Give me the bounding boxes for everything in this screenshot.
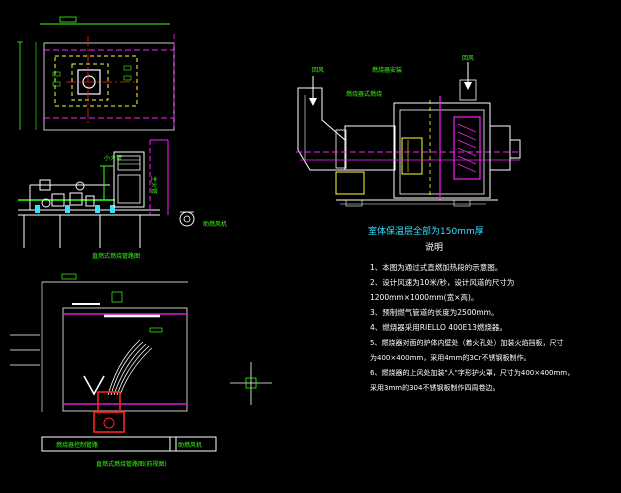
top-left-plan-view [17, 16, 175, 131]
crosshair-icon [230, 362, 272, 405]
note-line-3: 1200mm×1000mm(宽×高)。 [370, 292, 478, 302]
bottom-fan-label: 助燃风机 [178, 441, 202, 449]
burner-install-label: 燃烧器安装 [372, 66, 402, 74]
bottom-caption: 直燃式燃烧管路图(前视图) [96, 460, 167, 468]
left-caption: 直燃式燃烧管路图 [92, 252, 140, 260]
left-fan-label: 助燃风机 [203, 220, 227, 228]
burner-type-label: 燃烧器式燃烧 [346, 90, 382, 98]
insulation-note: 室体保温层全部为150mm厚 [368, 225, 484, 237]
note-line-4: 3、预制燃气管道的长度为2500mm。 [370, 307, 498, 317]
small-fire-pipe-label: 小火管 [104, 154, 122, 162]
note-line-1: 1、本图为通过式直燃加热段的示意图。 [370, 262, 502, 272]
bottom-front-view: 燃烧器控制管路 助燃风机 直燃式燃烧管路图(前视图) [10, 273, 217, 468]
note-line-5: 4、燃烧器采用RIELLO 400E13燃烧器。 [370, 322, 507, 332]
note-line-8: 6、燃烧器的上风处加装"人"字形护火罩，尺寸为400×400mm， [370, 368, 574, 377]
right-section-view: 回风 回风 [296, 55, 521, 237]
outlet-label: 回风 [462, 55, 474, 62]
note-line-2: 2、设计风速为10米/秒，设计风道的尺寸为 [370, 277, 514, 287]
note-line-7: 为400×400mm，采用4mm的3Cr不锈钢板制作。 [370, 353, 531, 362]
left-piping-view: 小火管 主火管 助燃风机 直燃式燃烧管路图 [18, 139, 227, 260]
note-line-6: 5、燃烧器对面的炉体内壁处（着火孔处）加装火焰挡板，尺寸 [370, 338, 563, 347]
main-fire-pipe-label: 主火管 [150, 176, 158, 194]
note-line-9: 采用3mm的304不锈钢板制作四周卷边。 [370, 383, 499, 392]
notes-title: 说明 [425, 241, 443, 253]
hatched-panel [457, 123, 477, 173]
notes-block: 说明 1、本图为通过式直燃加热段的示意图。 2、设计风速为10米/秒，设计风道的… [370, 241, 574, 392]
control-pipeline-label: 燃烧器控制管路 [56, 441, 98, 449]
inlet-label: 回风 [312, 67, 324, 74]
